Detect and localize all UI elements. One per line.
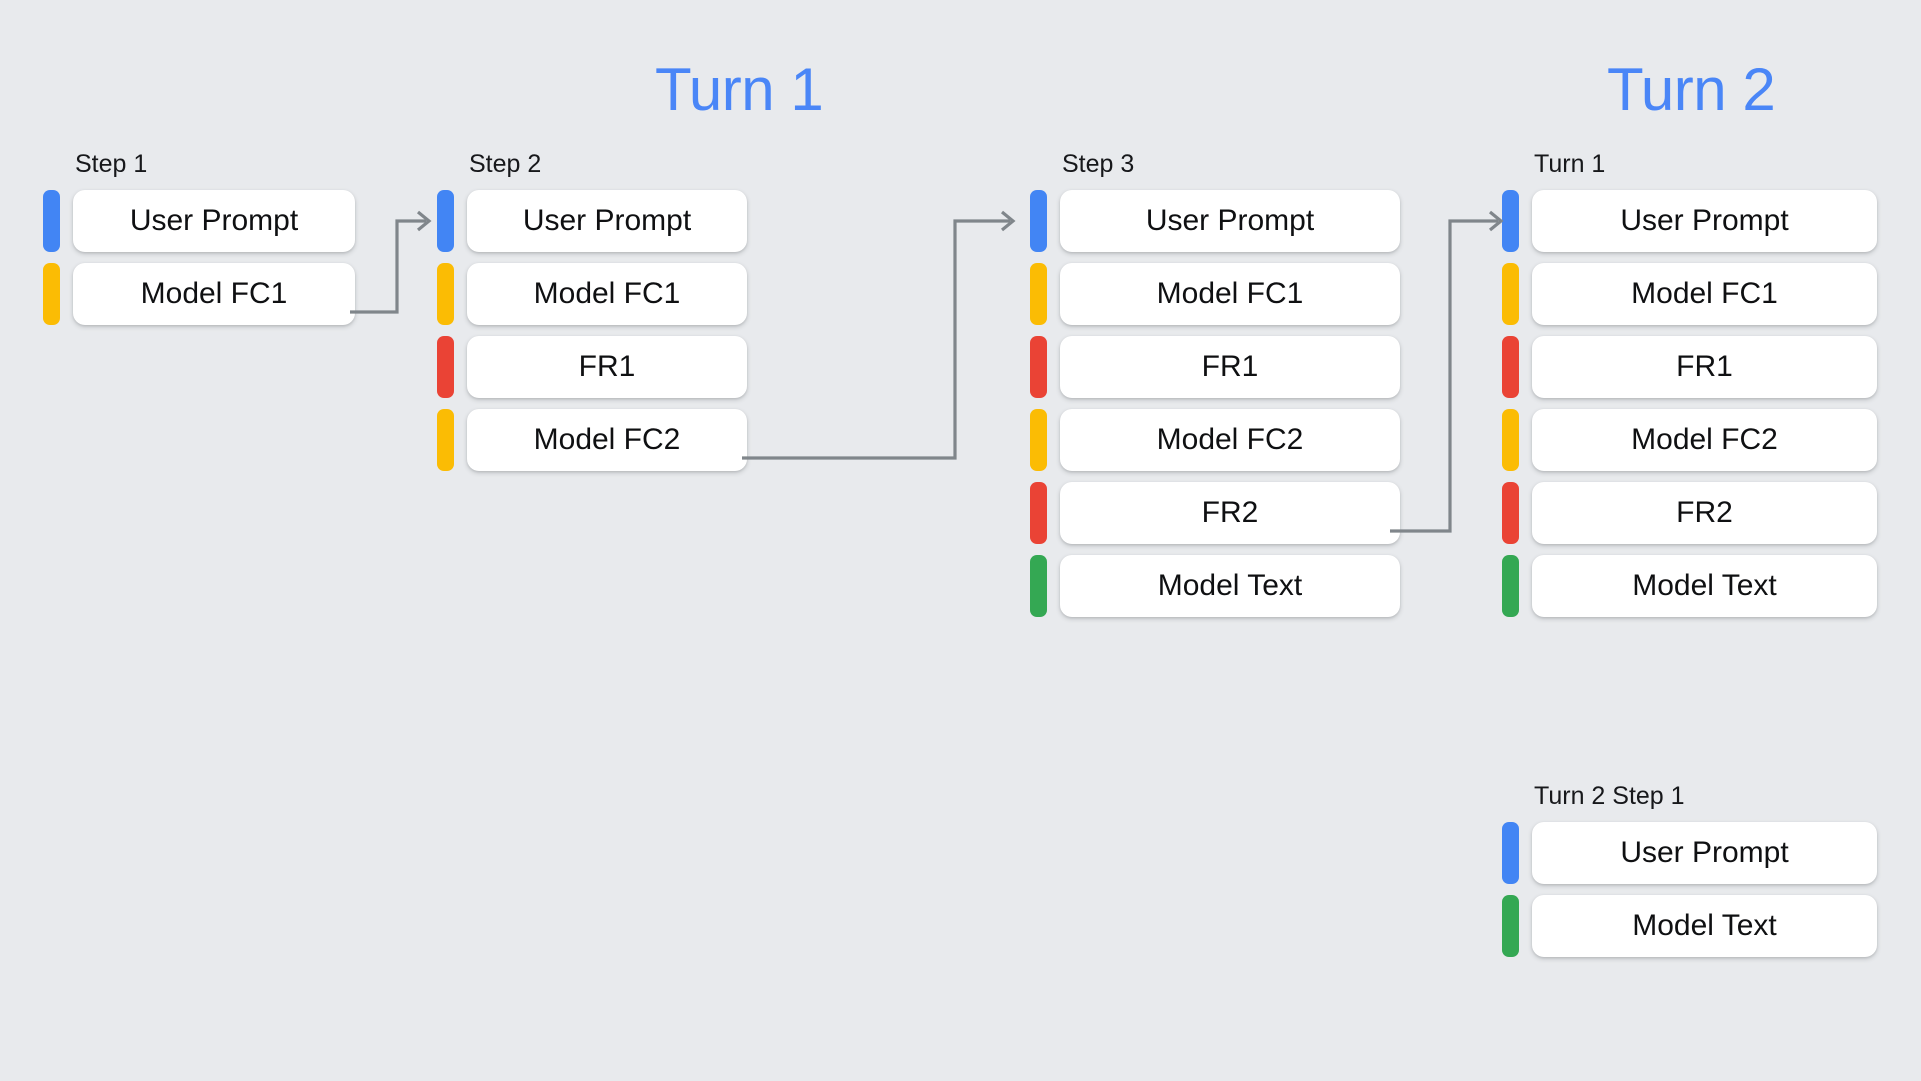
card-label: Model Text bbox=[1632, 909, 1777, 942]
color-bar-red bbox=[1030, 336, 1047, 398]
card-label: Model FC2 bbox=[1156, 423, 1304, 456]
card-model-fc1[interactable]: Model FC1 bbox=[1060, 263, 1400, 325]
color-bar-yellow bbox=[437, 263, 454, 325]
card-label: User Prompt bbox=[522, 204, 692, 237]
color-bar-blue bbox=[1502, 190, 1519, 252]
column-label-turn-1: Turn 1 bbox=[1534, 150, 1606, 178]
card-label: FR1 bbox=[1201, 350, 1259, 383]
row-model-fc2[interactable]: Model FC2 bbox=[437, 409, 747, 471]
card-label: Model FC1 bbox=[1156, 277, 1304, 310]
card-user-prompt[interactable]: User Prompt bbox=[1532, 822, 1877, 884]
card-label: Model FC1 bbox=[533, 277, 681, 310]
column-label-step-2: Step 2 bbox=[469, 150, 542, 178]
card-user-prompt[interactable]: User Prompt bbox=[467, 190, 747, 252]
card-label: Model FC1 bbox=[140, 277, 288, 310]
card-label: Model FC2 bbox=[1631, 423, 1778, 456]
card-fr2[interactable]: FR2 bbox=[1532, 482, 1877, 544]
card-fr1[interactable]: FR1 bbox=[467, 336, 747, 398]
color-bar-yellow bbox=[1030, 409, 1047, 471]
color-bar-yellow bbox=[1502, 409, 1519, 471]
connector-step2-to-step3-arrow bbox=[742, 210, 1016, 460]
card-user-prompt[interactable]: User Prompt bbox=[73, 190, 355, 252]
card-user-prompt[interactable]: User Prompt bbox=[1060, 190, 1400, 252]
card-model-text[interactable]: Model Text bbox=[1060, 555, 1400, 617]
connector-step3-to-turn1-arrow bbox=[1390, 210, 1504, 533]
row-fr1[interactable]: FR1 bbox=[1502, 336, 1877, 398]
card-model-fc2[interactable]: Model FC2 bbox=[467, 409, 747, 471]
color-bar-green bbox=[1502, 555, 1519, 617]
row-user-prompt[interactable]: User Prompt bbox=[437, 190, 747, 252]
column-label-turn-2-step-1: Turn 2 Step 1 bbox=[1534, 782, 1685, 810]
column-label-step-3: Step 3 bbox=[1062, 150, 1135, 178]
color-bar-yellow bbox=[1030, 263, 1047, 325]
card-fr1[interactable]: FR1 bbox=[1060, 336, 1400, 398]
connector-line bbox=[350, 219, 426, 314]
color-bar-yellow bbox=[437, 409, 454, 471]
card-model-fc1[interactable]: Model FC1 bbox=[467, 263, 747, 325]
row-model-text[interactable]: Model Text bbox=[1502, 555, 1877, 617]
turn-1-header: Turn 1 bbox=[655, 56, 824, 123]
card-label: Model Text bbox=[1157, 569, 1303, 602]
card-fr2[interactable]: FR2 bbox=[1060, 482, 1400, 544]
row-model-fc1[interactable]: Model FC1 bbox=[1502, 263, 1877, 325]
color-bar-blue bbox=[437, 190, 454, 252]
row-model-fc1[interactable]: Model FC1 bbox=[43, 263, 355, 325]
card-model-fc1[interactable]: Model FC1 bbox=[73, 263, 355, 325]
card-label: User Prompt bbox=[1145, 204, 1315, 237]
connector-step1-to-step2-arrow bbox=[350, 210, 432, 314]
card-user-prompt[interactable]: User Prompt bbox=[1532, 190, 1877, 252]
row-user-prompt[interactable]: User Prompt bbox=[43, 190, 355, 252]
row-fr2[interactable]: FR2 bbox=[1502, 482, 1877, 544]
card-label: User Prompt bbox=[1620, 836, 1789, 869]
color-bar-red bbox=[1030, 482, 1047, 544]
color-bar-green bbox=[1030, 555, 1047, 617]
card-model-fc1[interactable]: Model FC1 bbox=[1532, 263, 1877, 325]
color-bar-blue bbox=[43, 190, 60, 252]
row-fr2[interactable]: FR2 bbox=[1030, 482, 1400, 544]
row-user-prompt[interactable]: User Prompt bbox=[1030, 190, 1400, 252]
card-model-text[interactable]: Model Text bbox=[1532, 555, 1877, 617]
column-label-step-1: Step 1 bbox=[75, 150, 148, 178]
connector-line bbox=[1390, 219, 1498, 533]
row-user-prompt[interactable]: User Prompt bbox=[1502, 190, 1877, 252]
card-label: FR1 bbox=[578, 350, 636, 383]
turn-2-header: Turn 2 bbox=[1607, 56, 1776, 123]
row-model-fc2[interactable]: Model FC2 bbox=[1502, 409, 1877, 471]
color-bar-yellow bbox=[1502, 263, 1519, 325]
row-model-fc1[interactable]: Model FC1 bbox=[437, 263, 747, 325]
card-label: FR2 bbox=[1676, 496, 1733, 529]
color-bar-red bbox=[1502, 336, 1519, 398]
row-model-fc1[interactable]: Model FC1 bbox=[1030, 263, 1400, 325]
card-label: User Prompt bbox=[1620, 204, 1789, 237]
card-label: FR2 bbox=[1201, 496, 1259, 529]
connector-line bbox=[742, 219, 1010, 460]
card-label: Model Text bbox=[1632, 569, 1777, 602]
row-model-text[interactable]: Model Text bbox=[1502, 895, 1877, 957]
arrowhead-icon bbox=[1488, 210, 1504, 232]
card-label: User Prompt bbox=[129, 204, 299, 237]
card-label: Model FC1 bbox=[1631, 277, 1778, 310]
card-model-fc2[interactable]: Model FC2 bbox=[1532, 409, 1877, 471]
row-user-prompt[interactable]: User Prompt bbox=[1502, 822, 1877, 884]
card-model-text[interactable]: Model Text bbox=[1532, 895, 1877, 957]
card-label: FR1 bbox=[1676, 350, 1733, 383]
card-model-fc2[interactable]: Model FC2 bbox=[1060, 409, 1400, 471]
color-bar-blue bbox=[1030, 190, 1047, 252]
color-bar-red bbox=[437, 336, 454, 398]
arrowhead-icon bbox=[416, 210, 432, 232]
color-bar-yellow bbox=[43, 263, 60, 325]
color-bar-green bbox=[1502, 895, 1519, 957]
color-bar-red bbox=[1502, 482, 1519, 544]
row-fr1[interactable]: FR1 bbox=[437, 336, 747, 398]
row-fr1[interactable]: FR1 bbox=[1030, 336, 1400, 398]
row-model-text[interactable]: Model Text bbox=[1030, 555, 1400, 617]
arrowhead-icon bbox=[1000, 210, 1016, 232]
row-model-fc2[interactable]: Model FC2 bbox=[1030, 409, 1400, 471]
card-label: Model FC2 bbox=[533, 423, 681, 456]
color-bar-blue bbox=[1502, 822, 1519, 884]
card-fr1[interactable]: FR1 bbox=[1532, 336, 1877, 398]
